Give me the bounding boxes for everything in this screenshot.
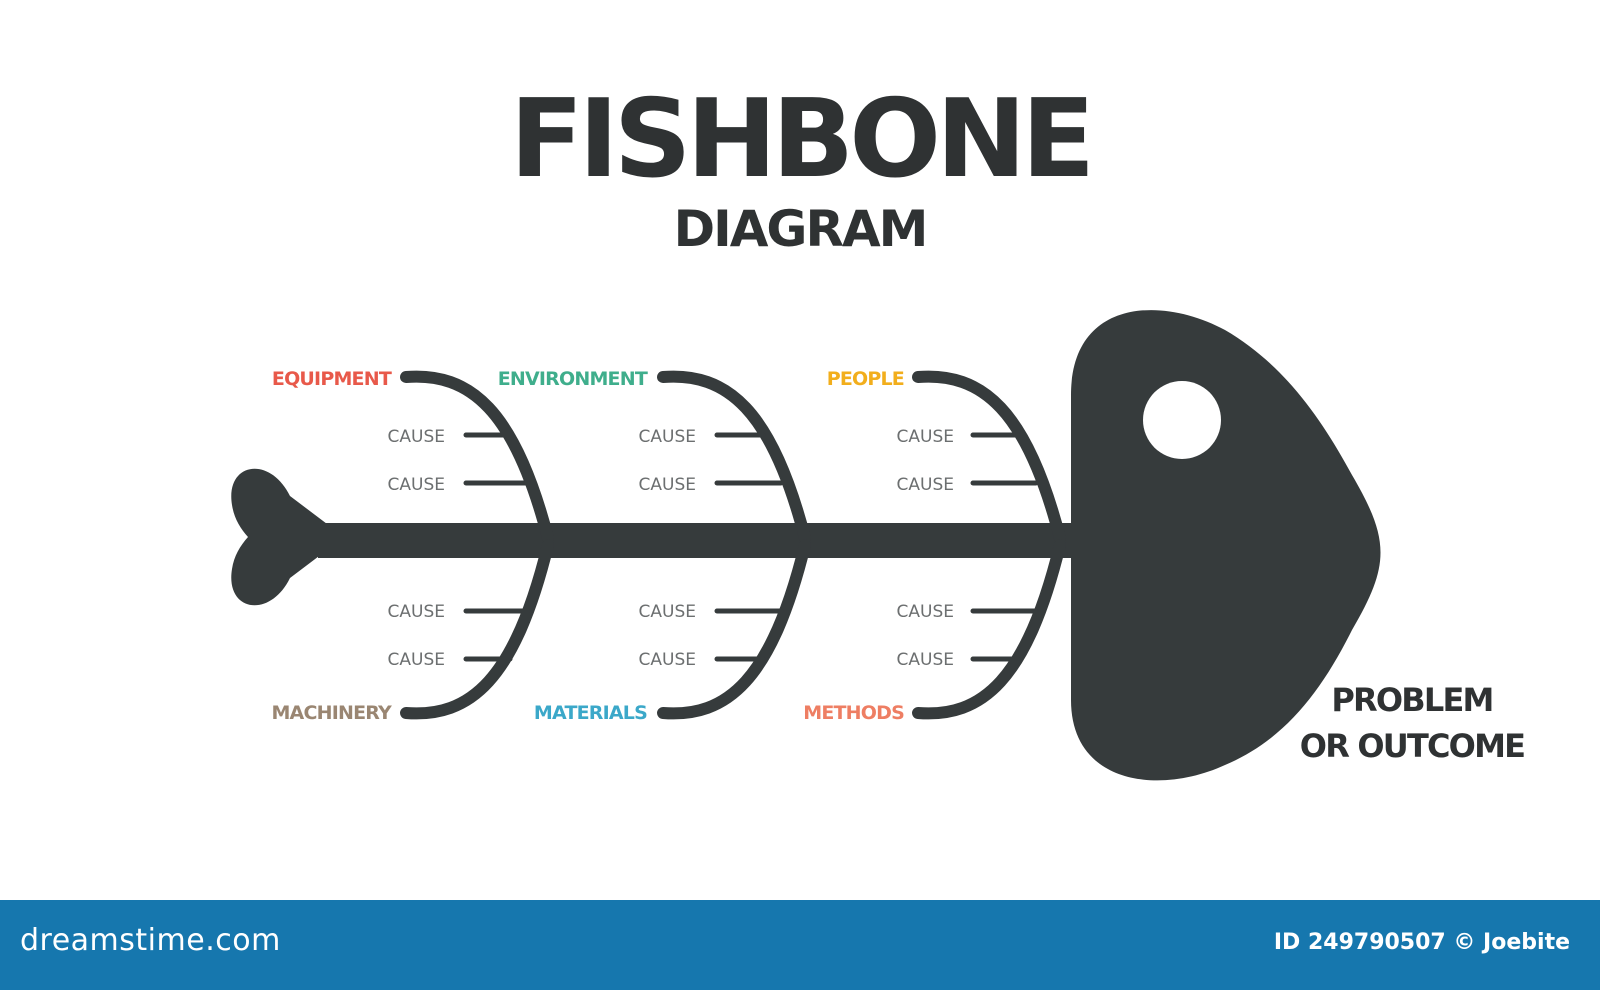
outcome-line-1: PROBLEM bbox=[1331, 681, 1492, 719]
outcome-line-2: OR OUTCOME bbox=[1300, 727, 1524, 765]
fishbone-diagram: EQUIPMENT ENVIRONMENT PEOPLE MACHINERY M… bbox=[231, 310, 1526, 781]
category-label-machinery: MACHINERY bbox=[271, 702, 392, 724]
diagram-subtitle: DIAGRAM bbox=[673, 200, 929, 258]
category-label-people: PEOPLE bbox=[827, 368, 904, 390]
cause-label: CAUSE bbox=[897, 650, 954, 670]
cause-label: CAUSE bbox=[388, 602, 445, 622]
cause-label: CAUSE bbox=[639, 475, 696, 495]
footer-bar: dreamstime.com ID 249790507 © Joebite bbox=[0, 900, 1600, 990]
rib-materials bbox=[657, 539, 811, 720]
category-label-methods: METHODS bbox=[803, 702, 904, 724]
footer-brand[interactable]: dreamstime.com bbox=[20, 923, 281, 958]
rib-methods bbox=[912, 539, 1066, 720]
cause-label: CAUSE bbox=[639, 602, 696, 622]
category-label-equipment: EQUIPMENT bbox=[272, 368, 392, 390]
diagram-title: FISHBONE bbox=[509, 77, 1095, 202]
rib-machinery bbox=[400, 539, 554, 720]
rib-equipment bbox=[400, 370, 554, 544]
category-label-environment: ENVIRONMENT bbox=[498, 368, 648, 390]
cause-label: CAUSE bbox=[388, 475, 445, 495]
rib-environment bbox=[657, 370, 811, 544]
rib-people bbox=[912, 370, 1066, 544]
cause-label: CAUSE bbox=[897, 602, 954, 622]
cause-label: CAUSE bbox=[897, 427, 954, 447]
category-label-materials: MATERIALS bbox=[534, 702, 647, 724]
cause-label: CAUSE bbox=[388, 427, 445, 447]
cause-label: CAUSE bbox=[639, 427, 696, 447]
fish-tail bbox=[231, 468, 335, 606]
footer-credit: ID 249790507 © Joebite bbox=[1273, 930, 1570, 955]
cause-label: CAUSE bbox=[639, 650, 696, 670]
cause-label: CAUSE bbox=[897, 475, 954, 495]
fish-eye bbox=[1143, 381, 1221, 459]
fish-spine bbox=[318, 523, 1155, 558]
cause-label: CAUSE bbox=[388, 650, 445, 670]
